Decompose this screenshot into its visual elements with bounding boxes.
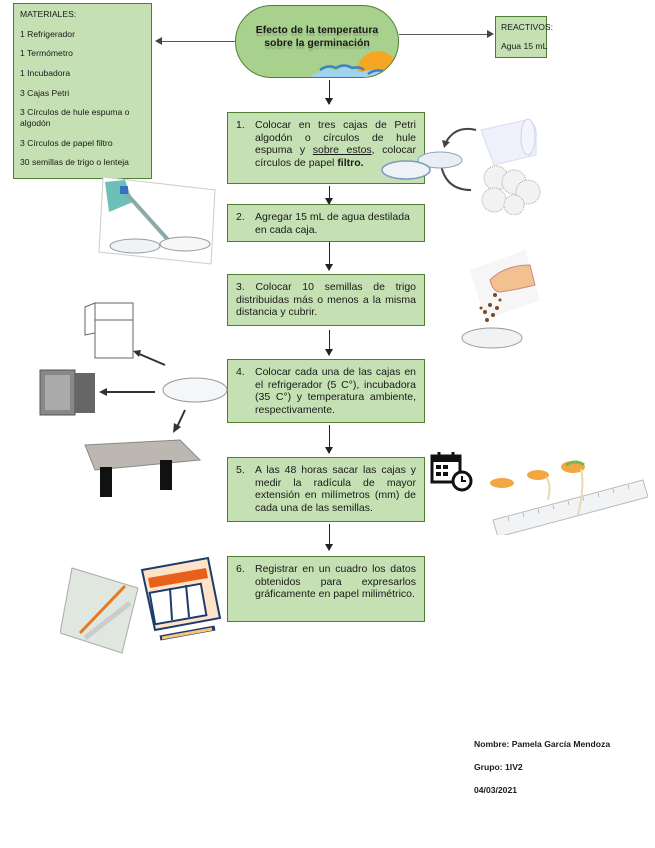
pipette-illustration [98, 176, 216, 265]
flow-arrow [325, 242, 334, 271]
title-line-2: sobre la germinación [264, 37, 370, 49]
report-date: 04/03/2021 [474, 785, 518, 795]
step-number: 1. [236, 119, 245, 131]
step-text-part: , colocar círculos de papel [255, 144, 416, 169]
arrowhead-left-icon [155, 37, 162, 45]
reactivos-header: REACTIVOS: [501, 22, 554, 32]
step-number: 3. [236, 281, 245, 293]
materiales-header: MATERIALES: [20, 9, 77, 19]
step-text: 3. Colocar 10 semillas de trigo distribu… [236, 281, 416, 319]
flow-arrow [325, 524, 334, 551]
storage-options-illustration [39, 302, 228, 497]
lab-table-icon [84, 439, 202, 497]
graph-paper-table-illustration [60, 556, 222, 654]
flow-arrow [325, 330, 334, 356]
table-chart-icon [140, 556, 222, 641]
step-text: A las 48 horas sacar las cajas y medir l… [255, 464, 416, 514]
step-2: 2. Agregar 15 mL de agua destilada en ca… [227, 204, 425, 242]
seeds-ruler-illustration [490, 460, 648, 535]
materiales-item: 1 Incubadora [20, 68, 71, 79]
step-text-part: Colocar en tres cajas de Petri algodón o… [255, 119, 416, 157]
reactivos-item: Agua 15 mL [501, 40, 548, 51]
title-line-1: Efecto de la temperatura [255, 24, 379, 36]
materiales-box: MATERIALES: 1 Refrigerador 1 Termómetro … [13, 3, 152, 179]
step-text: Registrar en un cuadro los datos obtenid… [255, 563, 416, 601]
step-number: 6. [236, 563, 245, 575]
flow-arrow [325, 80, 334, 105]
flow-arrow [325, 425, 334, 454]
seeds-hand-illustration [461, 250, 540, 349]
materiales-item: 3 Cajas Petri [20, 87, 70, 98]
connector-to-reactivos [399, 34, 487, 35]
step-3: 3. Colocar 10 semillas de trigo distribu… [227, 274, 425, 326]
student-group: Grupo: 1IV2 [474, 762, 523, 772]
step-text: Agregar 15 mL de agua destilada en cada … [255, 211, 410, 236]
step-number: 5. [236, 464, 245, 476]
arrowhead-right-icon [487, 30, 494, 38]
step-text-underlined: sobre estos [312, 144, 372, 157]
step-4: 4. Colocar cada una de las cajas en el r… [227, 359, 425, 423]
petri-cotton-filter-illustration [381, 118, 541, 215]
step-text-body: Colocar 10 semillas de trigo distribuida… [236, 281, 416, 319]
diagram-title: Efecto de la temperatura sobre la germin… [236, 24, 398, 50]
step-number: 4. [236, 366, 245, 378]
sunset-landscape-icon [309, 51, 398, 77]
materiales-item: 3 Círculos de hule espuma o algodón [20, 107, 130, 128]
refrigerator-icon [84, 302, 134, 359]
step-text: Colocar cada una de las cajas en el refr… [255, 366, 416, 416]
step-5: 5. A las 48 horas sacar las cajas y medi… [227, 457, 425, 522]
step-number: 2. [236, 211, 245, 223]
step-text-bold: filtro. [337, 156, 364, 169]
step-6: 6. Registrar en un cuadro los datos obte… [227, 556, 425, 622]
step-1: 1. Colocar en tres cajas de Petri algodó… [227, 112, 425, 184]
reactivos-box: REACTIVOS: Agua 15 mL [495, 16, 554, 58]
title-terminator: Efecto de la temperatura sobre la germin… [235, 5, 399, 78]
connector-to-materiales [160, 41, 236, 42]
calendar-clock-icon [430, 452, 473, 492]
student-name: Nombre: Pamela García Mendoza [474, 739, 611, 749]
flow-arrow [325, 186, 334, 205]
materiales-item: 1 Refrigerador [20, 28, 75, 39]
materiales-item: 30 semillas de trigo o lenteja [20, 157, 129, 168]
step-text: Colocar en tres cajas de Petri algodón o… [255, 119, 416, 169]
materiales-item: 1 Termómetro [20, 48, 73, 59]
incubator-icon [39, 369, 95, 416]
materiales-item: 3 Círculos de papel filtro [20, 137, 113, 148]
